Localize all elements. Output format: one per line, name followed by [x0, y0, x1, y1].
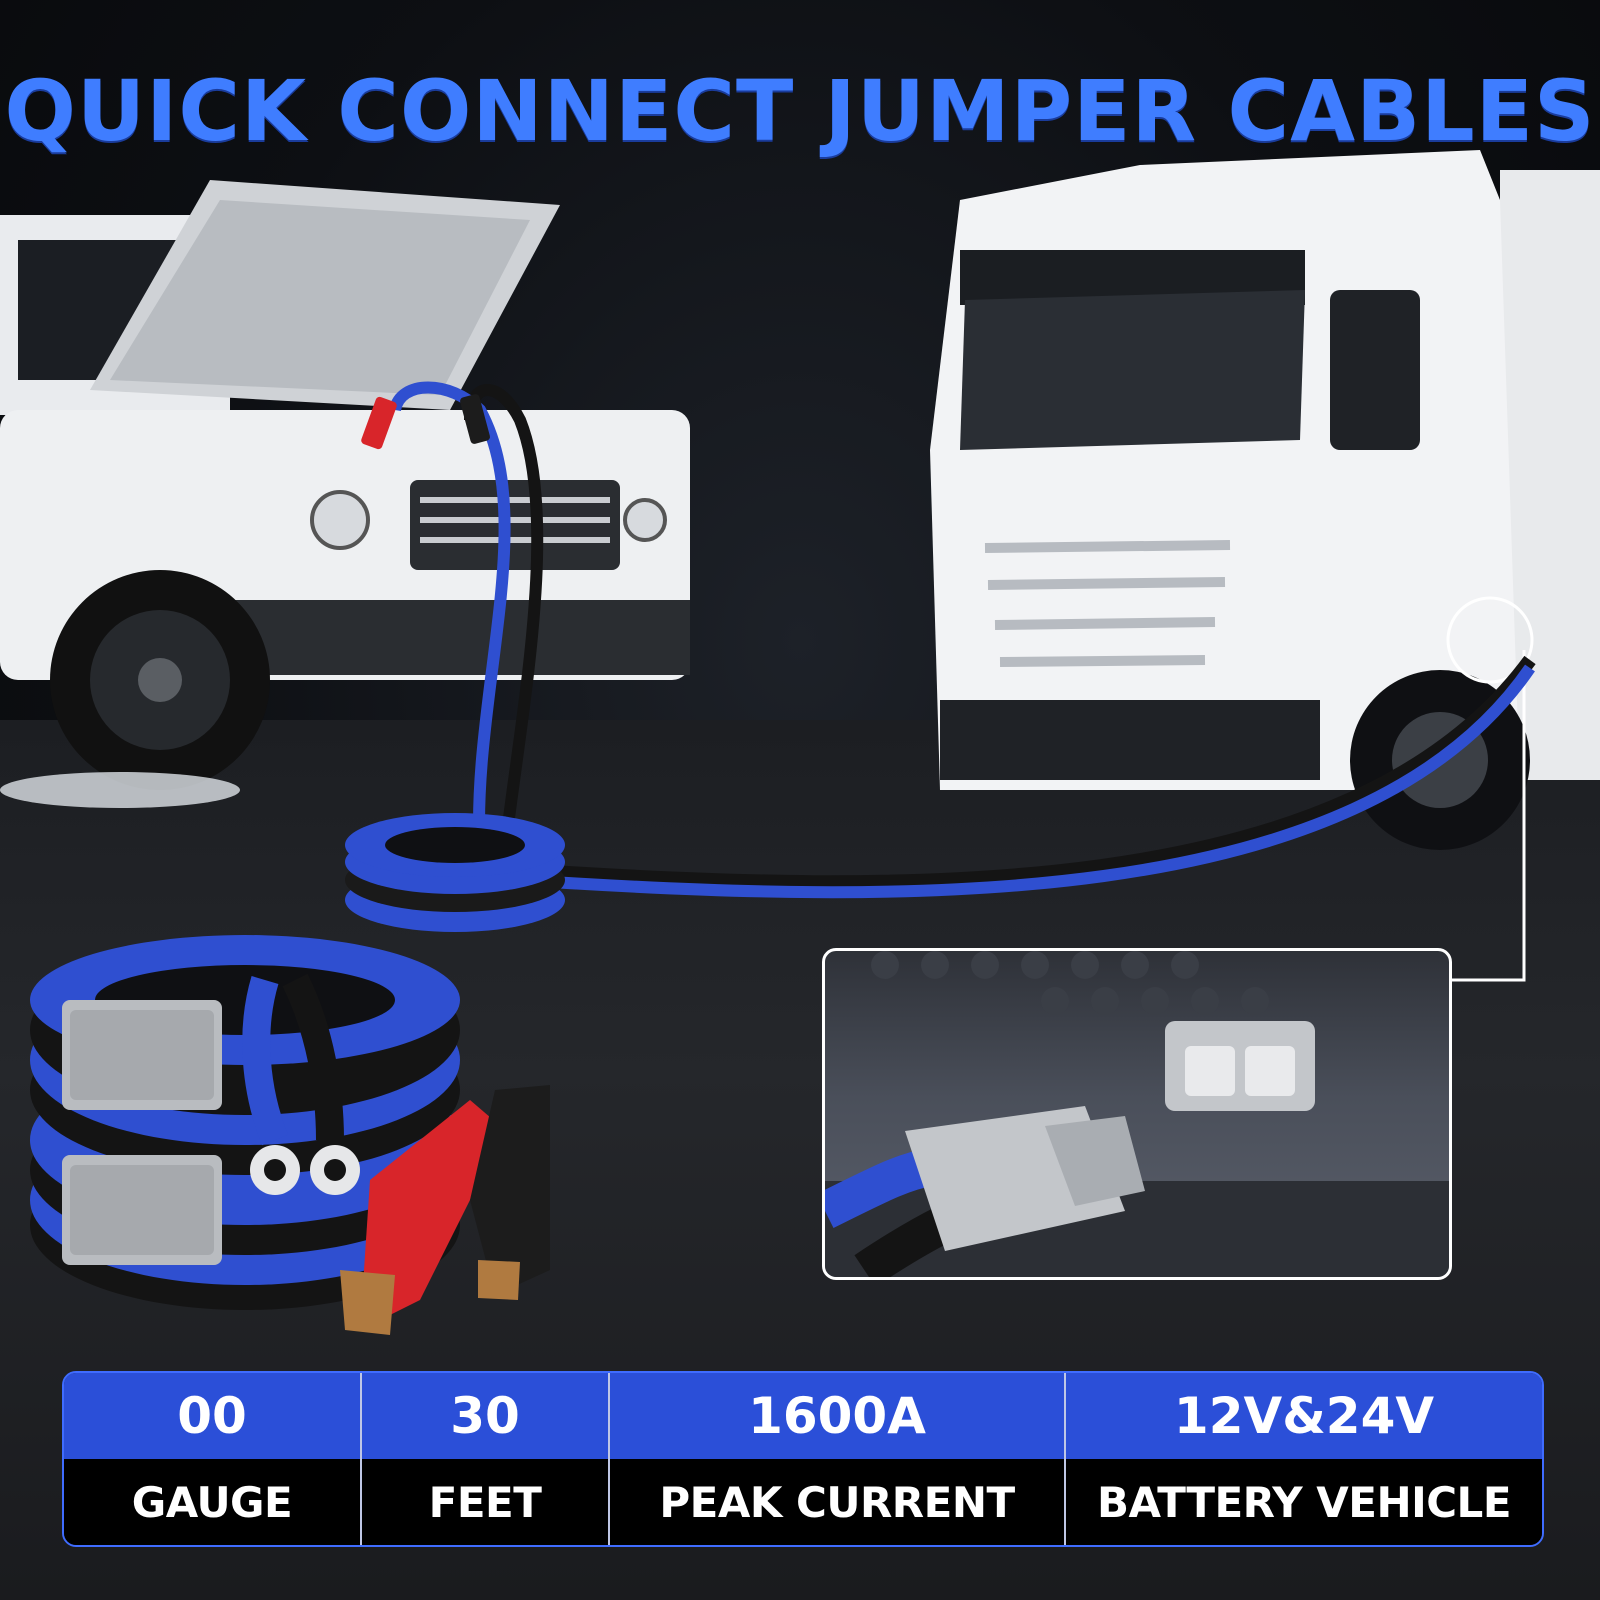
- spec-value: 12V&24V: [1066, 1373, 1542, 1459]
- main-cable: [389, 381, 1536, 899]
- spec-gauge: 00 GAUGE: [64, 1373, 362, 1545]
- spec-label: GAUGE: [64, 1459, 360, 1545]
- connector-plug-icon: [62, 1000, 222, 1265]
- red-clamp-icon: [361, 396, 397, 450]
- page-title: QUICK CONNECT JUMPER CABLES: [4, 62, 1596, 160]
- spec-label: BATTERY VEHICLE: [1066, 1459, 1542, 1545]
- spec-label: FEET: [362, 1459, 608, 1545]
- ring-terminals: [242, 973, 360, 1195]
- connector-closeup-inset: [822, 948, 1452, 1280]
- connector-closeup-drawing: [825, 951, 1449, 1277]
- spec-value: 1600A: [610, 1373, 1064, 1459]
- spec-peak-current: 1600A PEAK CURRENT: [610, 1373, 1066, 1545]
- spec-value: 00: [64, 1373, 360, 1459]
- product-red-clamp: [340, 1100, 505, 1335]
- spec-table: 00 GAUGE 30 FEET 1600A PEAK CURRENT 12V&…: [62, 1371, 1544, 1547]
- truck-vehicle-icon: [930, 150, 1600, 982]
- spec-length: 30 FEET: [362, 1373, 610, 1545]
- spec-label: PEAK CURRENT: [610, 1459, 1064, 1545]
- spec-value: 30: [362, 1373, 608, 1459]
- product-black-clamp: [470, 1085, 550, 1300]
- cable-coil-icon: [345, 813, 565, 932]
- black-clamp-icon: [460, 394, 490, 444]
- suv-vehicle-icon: [0, 180, 690, 808]
- spec-voltage: 12V&24V BATTERY VEHICLE: [1066, 1373, 1542, 1545]
